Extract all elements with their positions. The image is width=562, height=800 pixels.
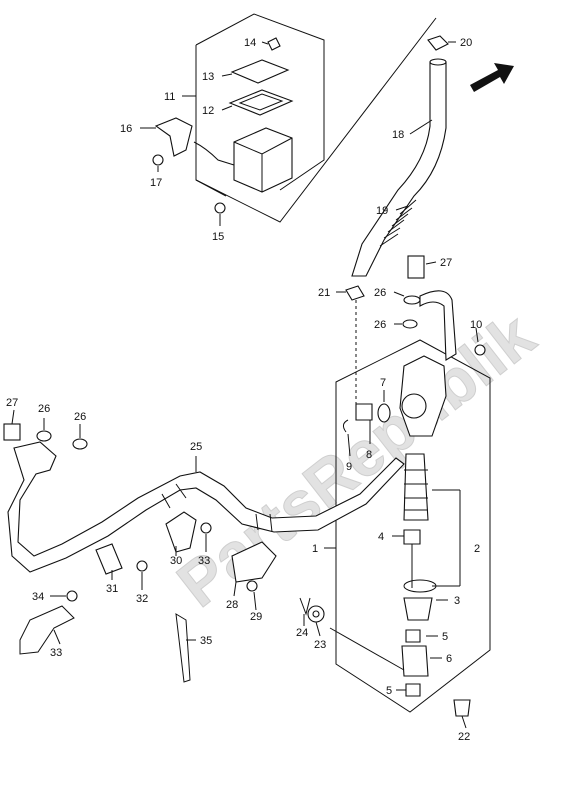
callout-26: 26 xyxy=(38,403,50,415)
callout-34: 34 xyxy=(32,591,44,603)
callout-10: 10 xyxy=(470,319,482,331)
callout-2: 2 xyxy=(474,543,480,555)
brake-hose xyxy=(3,423,405,573)
reservoir-hose xyxy=(345,35,449,301)
callout-26: 26 xyxy=(374,287,386,299)
callout-15: 15 xyxy=(212,231,224,243)
callout-12: 12 xyxy=(202,105,214,117)
master-cylinder-assembly xyxy=(299,255,491,717)
callout-16: 16 xyxy=(120,123,132,135)
callout-5: 5 xyxy=(386,685,392,697)
callout-17: 17 xyxy=(150,177,162,189)
callout-11: 11 xyxy=(164,91,175,103)
leader-lines xyxy=(11,41,479,729)
callout-20: 20 xyxy=(460,37,472,49)
callout-1: 1 xyxy=(312,543,318,555)
clamps-and-bolts xyxy=(19,511,277,683)
callout-21: 21 xyxy=(318,287,330,299)
callout-5: 5 xyxy=(442,631,448,643)
callout-8: 8 xyxy=(366,449,372,461)
callout-14: 14 xyxy=(244,37,256,49)
callout-27: 27 xyxy=(6,397,18,409)
callout-31: 31 xyxy=(106,583,118,595)
callout-19: 19 xyxy=(376,205,388,217)
callout-32: 32 xyxy=(136,593,148,605)
callout-30: 30 xyxy=(170,555,182,567)
callout-3: 3 xyxy=(454,595,460,607)
callout-4: 4 xyxy=(378,531,384,543)
callout-33: 33 xyxy=(198,555,210,567)
callout-35: 35 xyxy=(200,635,212,647)
callout-22: 22 xyxy=(458,731,470,743)
callout-7: 7 xyxy=(380,377,386,389)
callout-26: 26 xyxy=(374,319,386,331)
callout-33: 33 xyxy=(50,647,62,659)
callout-28: 28 xyxy=(226,599,238,611)
direction-arrow-icon xyxy=(470,63,514,92)
callout-23: 23 xyxy=(314,639,326,651)
callout-29: 29 xyxy=(250,611,262,623)
callout-25: 25 xyxy=(190,441,202,453)
callout-9: 9 xyxy=(346,461,352,473)
callout-24: 24 xyxy=(296,627,308,639)
callout-labels: 1 2 3 4 5 5 6 7 8 9 10 11 12 13 14 15 16… xyxy=(6,37,482,743)
callout-27: 27 xyxy=(440,257,452,269)
callout-6: 6 xyxy=(446,653,452,665)
callout-26: 26 xyxy=(74,411,86,423)
callout-18: 18 xyxy=(392,129,404,141)
callout-13: 13 xyxy=(202,71,214,83)
reservoir-assembly xyxy=(152,13,437,223)
